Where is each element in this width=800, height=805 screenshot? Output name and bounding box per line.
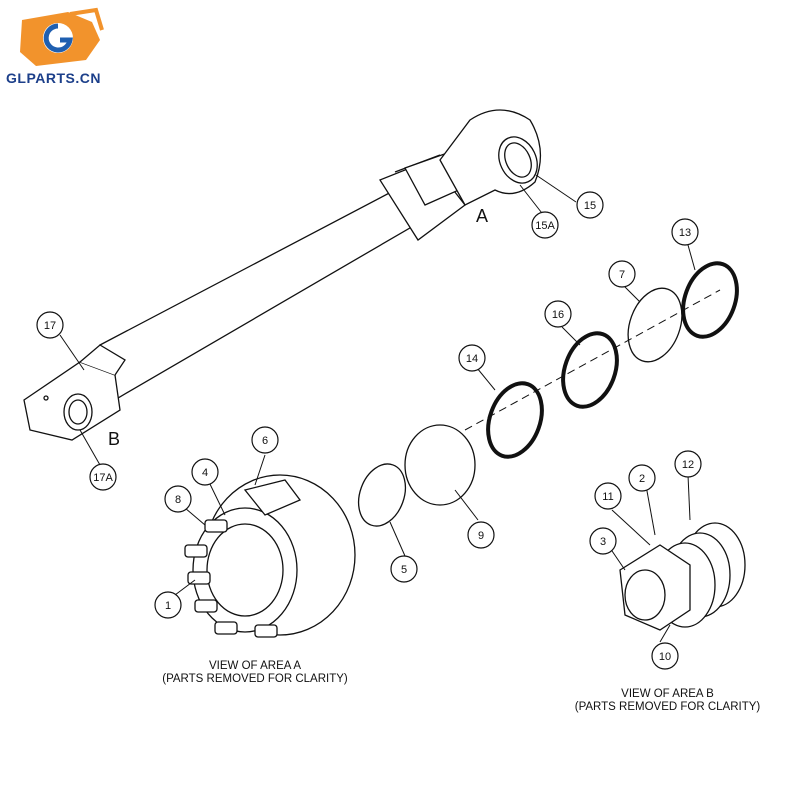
view-a-housing: [184, 474, 356, 638]
callout-1: 1: [165, 600, 171, 612]
view-b-piston: [619, 522, 746, 631]
callout-3: 3: [600, 536, 606, 548]
caption-view-b: VIEW OF AREA B (PARTS REMOVED FOR CLARIT…: [545, 688, 790, 714]
excavator-gear-logo-icon: [20, 7, 104, 66]
callout-7: 7: [619, 269, 625, 281]
callout-2: 2: [639, 473, 645, 485]
brand-name: GLPARTS.CN: [6, 70, 101, 86]
callout-15: 15: [584, 200, 596, 212]
callout-12: 12: [682, 459, 694, 471]
caption-view-a: VIEW OF AREA A (PARTS REMOVED FOR CLARIT…: [130, 660, 380, 686]
callout-4: 4: [202, 467, 208, 479]
callout-14: 14: [466, 353, 478, 365]
leader-lines: [59, 174, 696, 643]
callout-6: 6: [262, 435, 268, 447]
area-letter-a: A: [476, 206, 488, 226]
callout-numbers: 15 15A 17 17A 13 7 16 14 9 5 6 4 8 1 2 1…: [44, 200, 694, 663]
hydraulic-cylinder: [23, 109, 542, 441]
callout-13: 13: [679, 227, 691, 239]
callout-9: 9: [478, 530, 484, 542]
callout-8: 8: [175, 494, 181, 506]
callout-11: 11: [602, 491, 613, 503]
caption-view-b-line2: (PARTS REMOVED FOR CLARITY): [574, 701, 761, 713]
callout-17a: 17A: [93, 472, 113, 484]
callout-16: 16: [552, 309, 564, 321]
caption-view-b-line1: VIEW OF AREA B: [621, 688, 714, 700]
callout-5: 5: [401, 564, 407, 576]
area-letter-b: B: [108, 429, 120, 449]
caption-view-a-line1: VIEW OF AREA A: [208, 660, 302, 672]
callout-15a: 15A: [535, 220, 555, 232]
caption-view-a-line2: (PARTS REMOVED FOR CLARITY): [162, 673, 348, 685]
callout-10: 10: [659, 651, 671, 663]
callout-circles: [36, 191, 702, 670]
callout-17: 17: [44, 320, 56, 332]
seal-rings: [357, 261, 739, 527]
